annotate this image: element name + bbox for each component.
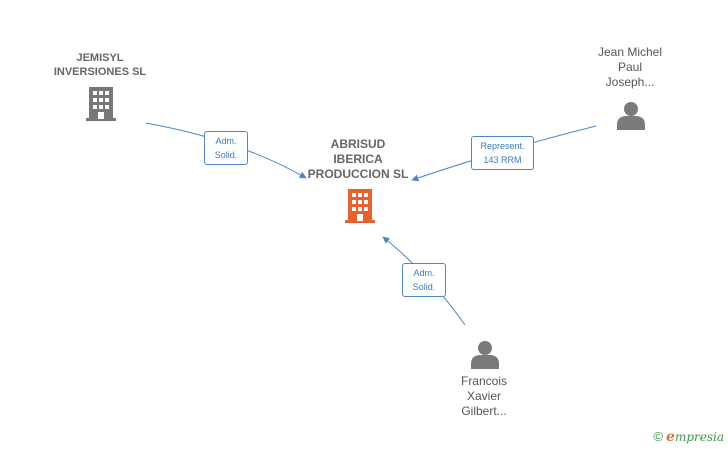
brand-initial: e (666, 429, 675, 445)
node-label-line: ABRISUD (330, 137, 386, 151)
node-label-line: PRODUCCION SL (307, 167, 409, 181)
edge-label-line: Adm. (215, 136, 237, 146)
node-label-line: Xavier (466, 389, 501, 403)
node-label-francois[interactable]: Francois Xavier Gilbert... (434, 374, 534, 419)
copyright-symbol: © (653, 429, 664, 444)
building-icon[interactable] (343, 187, 377, 223)
node-label-abrisud[interactable]: ABRISUD IBERICA PRODUCCION SL (298, 137, 418, 182)
node-label-line: Gilbert... (461, 404, 507, 418)
edge-label-line: Solid. (214, 150, 238, 160)
node-label-line: Paul (617, 60, 643, 74)
edge-label-jean-abrisud[interactable]: Represent. 143 RRM (471, 136, 534, 170)
building-icon[interactable] (84, 85, 118, 121)
node-label-line: Francois (460, 374, 507, 388)
edge-label-line: 143 RRM (483, 155, 522, 165)
node-label-line: IBERICA (333, 152, 383, 166)
edge-label-line: Solid. (412, 282, 436, 292)
edge-label-line: Represent. (480, 141, 525, 151)
node-label-jemisyl[interactable]: JEMISYL INVERSIONES SL (40, 51, 160, 79)
node-label-line: JEMISYL (76, 52, 124, 64)
edge-label-line: Adm. (413, 268, 435, 278)
brand-watermark: ©empresia (653, 429, 724, 445)
node-label-line: Joseph... (605, 75, 655, 89)
brand-name: mpresia (674, 430, 724, 444)
person-icon[interactable] (616, 100, 646, 130)
edge-label-francois-abrisud[interactable]: Adm. Solid. (402, 263, 446, 297)
person-icon[interactable] (470, 339, 500, 369)
node-label-jean[interactable]: Jean Michel Paul Joseph... (580, 45, 680, 90)
node-label-line: Jean Michel (597, 45, 663, 59)
edge-label-jemisyl-abrisud[interactable]: Adm. Solid. (204, 131, 248, 165)
node-label-line: INVERSIONES SL (53, 66, 147, 78)
